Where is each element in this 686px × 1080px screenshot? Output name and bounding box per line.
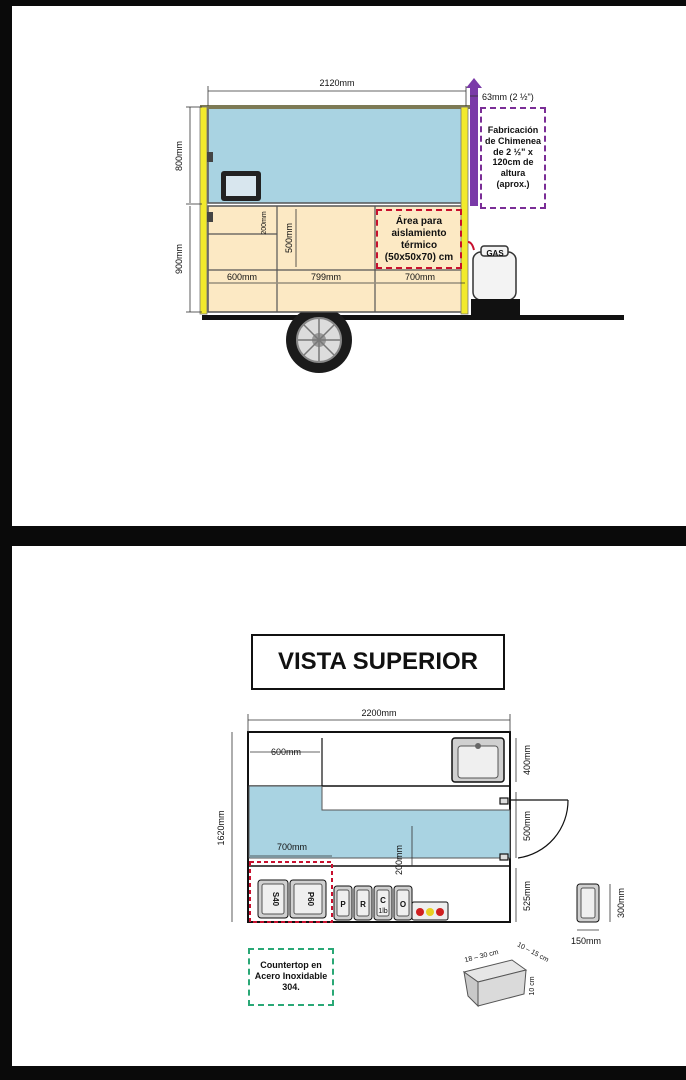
pan-label: C xyxy=(380,896,386,905)
wheel xyxy=(286,307,352,373)
door-swing xyxy=(499,797,569,861)
chimney-note-line: (aprox.) xyxy=(496,178,530,189)
countertop-note-line: Countertop en xyxy=(260,960,322,970)
dim-compartment-height: 500mm xyxy=(284,223,294,253)
pan-label: P60 xyxy=(306,892,315,907)
countertop-note-line: 304. xyxy=(282,981,300,992)
thermal-insulation-note: Área para aislamiento térmico (50x50x70)… xyxy=(376,209,462,269)
dim-small-tag: 200mm xyxy=(261,211,268,235)
dim-left-counter-width: 700mm xyxy=(277,842,307,852)
dim-total-length: 2200mm xyxy=(361,708,396,718)
dim-door-width: 500mm xyxy=(522,811,532,841)
pan-detail-top xyxy=(576,883,600,923)
chimney-note-line: de Chimenea xyxy=(484,135,542,146)
pan-3d-illustration xyxy=(462,959,528,1008)
chimney-note-line: altura xyxy=(500,168,526,179)
pan-label: R xyxy=(360,900,366,909)
cabinet-divisions xyxy=(208,206,466,312)
view-title: VISTA SUPERIOR xyxy=(251,634,505,690)
dimension-lines xyxy=(186,86,478,313)
dim-drawer-1: 600mm xyxy=(227,272,257,282)
pan-s40 xyxy=(257,879,289,919)
vent-icon-2 xyxy=(207,212,213,222)
dim-pan-height: 10 cm xyxy=(529,976,536,995)
dim-upper-height: 800mm xyxy=(174,141,184,171)
pan-area-outline xyxy=(249,861,333,923)
dim-counter-width: 600mm xyxy=(271,747,301,757)
chimney-note-line: 120cm de xyxy=(492,157,534,168)
dim-drawer-3: 700mm xyxy=(405,272,435,282)
side-view-panel: GAS 2120mm 800mm 900mm 500mm 200mm 600mm… xyxy=(12,6,686,526)
dim-chimney-diameter: 63mm (2 ½") xyxy=(482,92,534,102)
chimney-arrow-icon xyxy=(466,78,482,88)
side-view-drawing: GAS 2120mm 800mm 900mm 500mm 200mm 600mm… xyxy=(174,78,624,373)
chimney-pipe xyxy=(470,86,478,206)
small-pan-inner xyxy=(336,889,410,917)
countertop-note: Countertop en Acero Inoxidable 304. xyxy=(248,948,334,1006)
pan-p60 xyxy=(289,879,327,919)
dim-total-length: 2120mm xyxy=(319,78,354,88)
dim-pan-width: 150mm xyxy=(571,936,601,946)
roof-edge xyxy=(200,105,470,109)
lower-cabinet xyxy=(207,205,467,313)
pan-label: 1lb xyxy=(378,908,387,915)
dim-total-width: 1620mm xyxy=(216,810,226,845)
left-post xyxy=(199,106,208,315)
top-dimension-lines xyxy=(231,714,611,931)
chimney-note: Fabricación de Chimenea de 2 ½" x 120cm … xyxy=(480,107,546,209)
pan-label: O xyxy=(400,900,406,909)
dim-lower-depth: 525mm xyxy=(522,881,532,911)
thermal-note-line: aislamiento xyxy=(391,228,447,239)
top-view-panel: VISTA SUPERIOR S40 xyxy=(12,546,686,1066)
vent-icon xyxy=(207,152,213,162)
chimney-note-line: Fabricación xyxy=(487,125,539,135)
pan-label: S40 xyxy=(271,892,280,907)
thermal-note-line: (50x50x70) cm xyxy=(384,252,454,263)
gas-tank: GAS xyxy=(467,241,520,316)
appliance-box xyxy=(221,171,261,201)
sink xyxy=(451,737,505,783)
dim-pan-length: 18 – 30 cm xyxy=(464,949,499,964)
sauce-holder xyxy=(411,901,449,921)
chimney-note-line: de 2 ½" x xyxy=(493,146,533,157)
pan-label: P xyxy=(340,900,346,909)
countertop-note-line: Acero Inoxidable xyxy=(254,970,328,981)
dim-drawer-2: 799mm xyxy=(311,272,341,282)
thermal-note-line: Área para xyxy=(395,216,443,227)
trailer-frame-bar xyxy=(202,315,624,320)
top-view-drawing: S40 P60 P R C 1lb O xyxy=(216,708,626,1008)
dim-pan-depth: 300mm xyxy=(616,888,626,918)
thermal-note-line: térmico xyxy=(400,240,438,251)
dim-gap: 200mm xyxy=(394,845,404,875)
gas-label: GAS xyxy=(486,249,504,258)
dim-lower-height: 900mm xyxy=(174,244,184,274)
dim-pan-wid: 10 – 15 cm xyxy=(516,941,550,964)
dim-sink-depth: 400mm xyxy=(522,745,532,775)
